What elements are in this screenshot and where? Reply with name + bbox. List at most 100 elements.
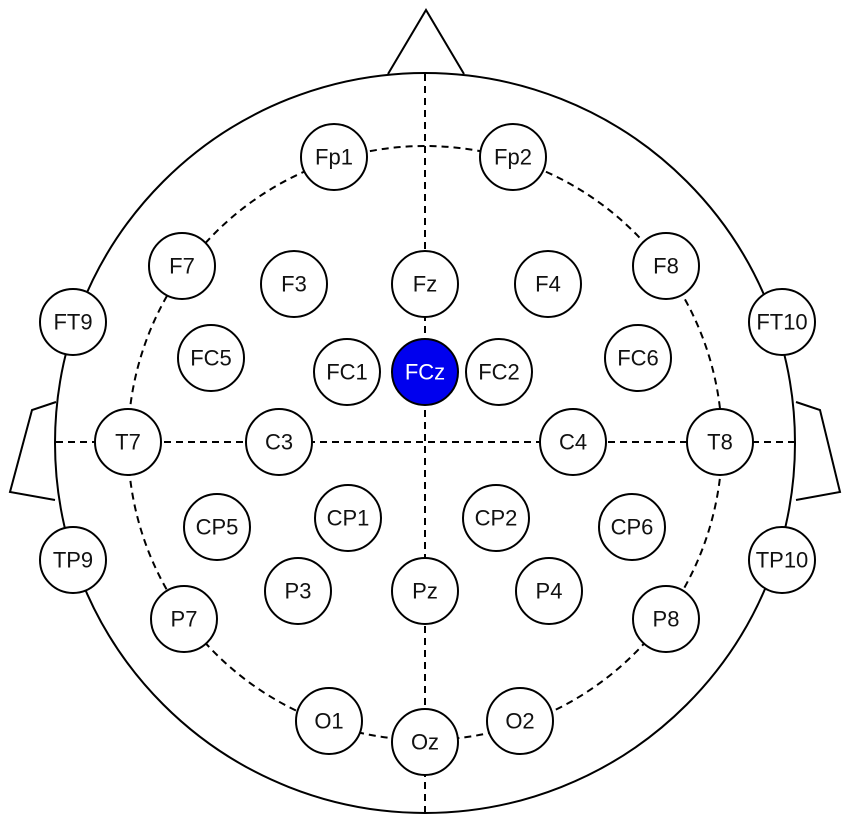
electrode-label: F3	[281, 272, 307, 297]
electrode-label: F4	[535, 272, 561, 297]
electrode-fp2: Fp2	[479, 123, 547, 191]
electrode-label: Fz	[413, 272, 437, 297]
electrode-fp1: Fp1	[300, 123, 368, 191]
electrode-fc1: FC1	[313, 338, 381, 406]
electrode-marker	[39, 526, 107, 594]
electrode-cp5: CP5	[183, 493, 251, 561]
electrode-o1: O1	[295, 687, 363, 755]
electrode-marker	[632, 585, 700, 653]
electrode-label: Fp2	[494, 145, 532, 170]
electrode-pz: Pz	[391, 557, 459, 625]
electrode-label: C4	[559, 430, 587, 455]
electrode-marker	[632, 232, 700, 300]
nose	[387, 8, 465, 75]
electrode-fc2: FC2	[465, 338, 533, 406]
electrode-label: Oz	[411, 730, 439, 755]
electrode-label: TP9	[53, 548, 93, 573]
electrode-marker	[486, 687, 554, 755]
electrode-fc6: FC6	[604, 324, 672, 392]
electrode-label: FCz	[405, 360, 445, 385]
electrode-p3: P3	[264, 557, 332, 625]
electrode-marker	[391, 250, 459, 318]
electrode-c3: C3	[245, 408, 313, 476]
electrode-marker	[264, 557, 332, 625]
left-ear	[8, 401, 57, 501]
electrode-f7: F7	[148, 232, 216, 300]
electrode-label: FT9	[53, 310, 92, 335]
electrode-marker	[245, 408, 313, 476]
electrode-label: F8	[653, 254, 679, 279]
electrode-label: O2	[505, 709, 534, 734]
electrode-marker	[39, 288, 107, 356]
electrode-label: Pz	[412, 579, 438, 604]
electrode-tp10: TP10	[748, 526, 816, 594]
electrode-label: FC1	[326, 360, 368, 385]
electrode-oz: Oz	[391, 708, 459, 776]
electrode-marker	[598, 493, 666, 561]
electrode-marker	[391, 557, 459, 625]
electrode-fc5: FC5	[177, 324, 245, 392]
right-ear	[795, 401, 842, 501]
electrode-label: Fp1	[315, 145, 353, 170]
electrode-marker	[604, 324, 672, 392]
electrode-marker	[686, 408, 754, 476]
electrode-label: CP1	[327, 506, 370, 531]
electrode-marker	[94, 408, 162, 476]
electrode-label: FT10	[756, 310, 807, 335]
electrode-marker	[313, 338, 381, 406]
electrode-marker	[300, 123, 368, 191]
electrode-f8: F8	[632, 232, 700, 300]
electrode-label: C3	[265, 430, 293, 455]
electrode-label: F7	[169, 254, 195, 279]
electrode-label: O1	[314, 709, 343, 734]
electrode-marker	[391, 338, 459, 406]
electrode-c4: C4	[539, 408, 607, 476]
electrode-label: FC2	[478, 360, 520, 385]
electrode-label: FC5	[190, 346, 232, 371]
electrode-label: P3	[285, 579, 312, 604]
electrode-label: CP5	[196, 515, 239, 540]
electrode-p4: P4	[515, 557, 583, 625]
electrode-marker	[479, 123, 547, 191]
electrode-marker	[148, 232, 216, 300]
electrode-marker	[514, 250, 582, 318]
electrode-marker	[391, 708, 459, 776]
electrode-t7: T7	[94, 408, 162, 476]
electrode-marker	[183, 493, 251, 561]
electrode-p7: P7	[150, 585, 218, 653]
electrode-label: T8	[707, 430, 733, 455]
electrode-ft10: FT10	[748, 288, 816, 356]
electrode-marker	[465, 338, 533, 406]
electrode-cp2: CP2	[462, 484, 530, 552]
electrode-f4: F4	[514, 250, 582, 318]
electrode-label: P8	[653, 607, 680, 632]
electrode-p8: P8	[632, 585, 700, 653]
electrode-label: FC6	[617, 346, 659, 371]
electrode-fz: Fz	[391, 250, 459, 318]
electrode-label: CP6	[611, 515, 654, 540]
electrode-f3: F3	[260, 250, 328, 318]
electrode-tp9: TP9	[39, 526, 107, 594]
electrode-marker	[260, 250, 328, 318]
electrode-cp1: CP1	[314, 484, 382, 552]
electrode-label: CP2	[475, 506, 518, 531]
electrode-marker	[295, 687, 363, 755]
electrode-label: P7	[171, 607, 198, 632]
electrode-marker	[515, 557, 583, 625]
electrode-marker	[539, 408, 607, 476]
electrode-marker	[462, 484, 530, 552]
electrode-o2: O2	[486, 687, 554, 755]
electrode-t8: T8	[686, 408, 754, 476]
electrode-ft9: FT9	[39, 288, 107, 356]
electrode-marker	[748, 526, 816, 594]
electrode-marker	[748, 288, 816, 356]
electrode-label: P4	[536, 579, 563, 604]
electrode-label: T7	[115, 430, 141, 455]
electrode-marker	[314, 484, 382, 552]
electrode-label: TP10	[756, 548, 809, 573]
electrode-cp6: CP6	[598, 493, 666, 561]
electrode-fcz: FCz	[391, 338, 459, 406]
